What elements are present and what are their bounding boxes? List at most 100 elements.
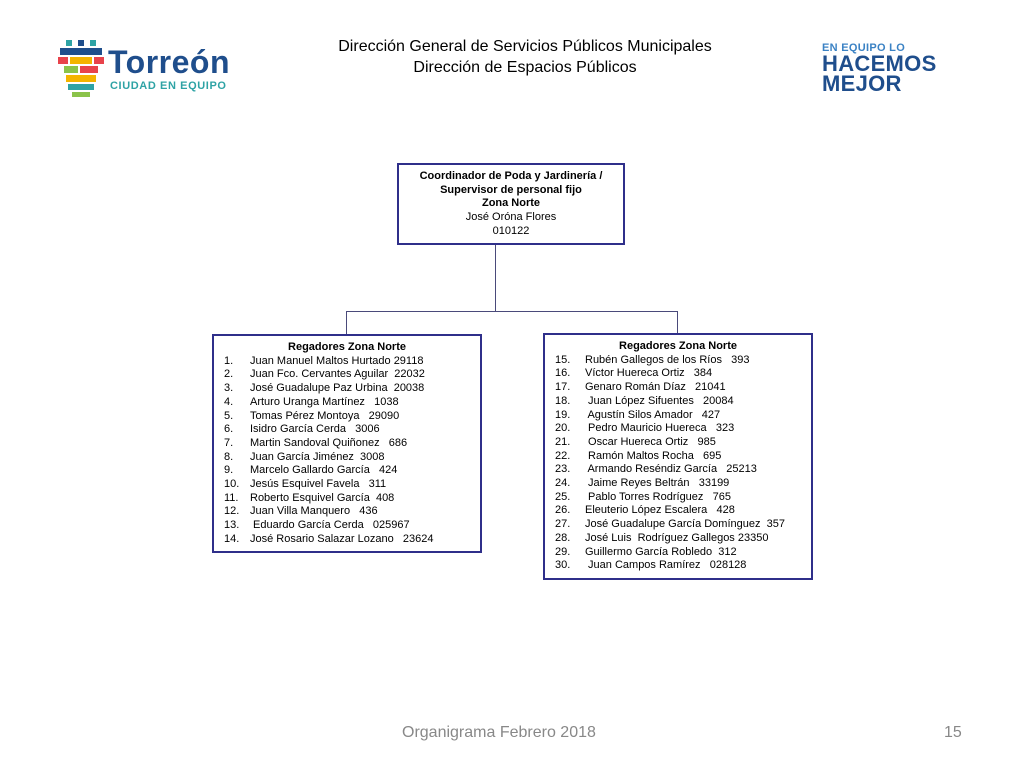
list-item-number: 12.: [224, 505, 240, 518]
list-item-text: Tomas Pérez Montoya 29090: [250, 409, 400, 422]
list-item-text: José Guadalupe García Domínguez 357: [585, 518, 785, 531]
list-item-number: 18.: [555, 394, 571, 407]
list-item-number: 2.: [224, 368, 234, 381]
connector-vertical-top: [495, 245, 496, 311]
regadores-box-right: Regadores Zona Norte 15.Rubén Gallegos d…: [543, 333, 813, 580]
list-item-text: Juan Villa Manquero 436: [250, 505, 378, 518]
header-line-1: Dirección General de Servicios Públicos …: [338, 38, 712, 55]
list-item-text: Guillermo García Robledo 312: [585, 545, 737, 558]
coordinator-id: 010122: [492, 224, 530, 237]
list-item: 27. José Guadalupe García Domínguez 357: [555, 518, 811, 532]
list-item-text: Eduardo García Cerda 025967: [250, 519, 410, 532]
list-item-number: 6.: [224, 423, 234, 436]
list-item-number: 9.: [224, 464, 234, 477]
logo-wordmark: Torreón: [108, 44, 231, 80]
torreon-logo: Torreón CIUDAD EN EQUIPO: [56, 40, 256, 100]
list-item-text: Marcelo Gallardo García 424: [250, 464, 398, 477]
connector-horizontal: [346, 311, 678, 312]
list-item-number: 28.: [555, 531, 571, 544]
list-item-text: Genaro Román Díaz 21041: [585, 381, 726, 394]
list-item: 8. Juan García Jiménez 3008: [224, 451, 480, 465]
list-item-text: Agustín Silos Amador 427: [585, 408, 721, 421]
list-item-number: 20.: [555, 422, 571, 435]
list-item-text: Ramón Maltos Rocha 695: [585, 449, 722, 462]
list-item: 26.Eleuterio López Escalera 428: [555, 504, 811, 518]
coordinator-zone: Zona Norte: [481, 197, 541, 210]
list-item: 21. Oscar Huereca Ortiz 985: [555, 436, 811, 450]
castle-icon: [58, 40, 104, 97]
list-item-text: Juan Manuel Maltos Hurtado 29118: [250, 354, 424, 367]
list-item: 4. Arturo Uranga Martínez 1038: [224, 396, 480, 410]
regadores-list: 1. Juan Manuel Maltos Hurtado 29118 2. Juan…: [224, 355, 480, 547]
list-item-number: 13.: [224, 519, 240, 532]
list-item-number: 8.: [224, 450, 234, 463]
list-item: 29. Guillermo García Robledo 312: [555, 546, 811, 560]
list-item: 20. Pedro Mauricio Huereca 323: [555, 422, 811, 436]
list-item-number: 11.: [224, 491, 239, 504]
list-item-number: 4.: [224, 395, 234, 408]
footer-title: Organigrama Febrero 2018: [402, 724, 596, 741]
list-item-text: Juan Fco. Cervantes Aguilar 22032: [250, 368, 425, 381]
list-item: 13. Eduardo García Cerda 025967: [224, 519, 480, 533]
list-item-text: Pedro Mauricio Huereca 323: [585, 422, 735, 435]
logo-tagline: CIUDAD EN EQUIPO: [110, 80, 227, 92]
list-item-text: Roberto Esquivel García 408: [250, 491, 395, 504]
list-item: 14.José Rosario Salazar Lozano 23624: [224, 533, 480, 547]
coordinator-subrole: Supervisor de personal fijo: [440, 183, 582, 196]
list-item-text: Oscar Huereca Ortiz 985: [585, 435, 716, 448]
connector-vertical-left: [346, 311, 347, 334]
list-item-number: 15.: [555, 353, 571, 366]
list-item-number: 24.: [555, 477, 571, 490]
header-line-2: Dirección de Espacios Públicos: [413, 59, 637, 76]
list-item-text: Pablo Torres Rodríguez 765: [585, 490, 731, 503]
list-item-number: 30.: [555, 559, 571, 572]
list-item: 23. Armando Reséndiz García 25213: [555, 463, 811, 477]
list-item-number: 5.: [224, 409, 234, 422]
list-item-number: 1.: [224, 354, 234, 367]
list-item-number: 19.: [555, 408, 571, 421]
list-item: 16.Víctor Huereca Ortiz 384: [555, 367, 811, 381]
list-item: 3. José Guadalupe Paz Urbina 20038: [224, 382, 480, 396]
page-number: 15: [944, 724, 962, 741]
coordinator-box: Coordinador de Poda y Jardinería / Super…: [397, 163, 625, 245]
list-item: 30. Juan Campos Ramírez 028128: [555, 559, 811, 573]
list-item-number: 22.: [555, 449, 571, 462]
list-item: 15.Rubén Gallegos de los Ríos 393: [555, 354, 811, 368]
list-item-number: 17.: [555, 381, 571, 394]
list-item: 9. Marcelo Gallardo García 424: [224, 464, 480, 478]
list-item: 2. Juan Fco. Cervantes Aguilar 22032: [224, 368, 480, 382]
list-item-text: Armando Reséndiz García 25213: [585, 463, 757, 476]
list-item: 7. Martin Sandoval Quiñonez 686: [224, 437, 480, 451]
list-item: 28.José Luis Rodríguez Gallegos 23350: [555, 532, 811, 546]
list-item-number: 7.: [224, 436, 234, 449]
list-item-text: Juan García Jiménez 3008: [250, 450, 385, 463]
list-item-text: Arturo Uranga Martínez 1038: [250, 395, 399, 408]
list-item-text: José Guadalupe Paz Urbina 20038: [250, 382, 425, 395]
list-item-number: 23.: [555, 463, 571, 476]
list-item-number: 3.: [224, 382, 234, 395]
hacemos-mejor-logo: EN EQUIPO LO HACEMOS MEJOR: [822, 42, 942, 95]
list-item-number: 10.: [224, 478, 240, 491]
logo-right-line-2: HACEMOS: [822, 51, 937, 76]
coordinator-name: José Oróna Flores: [465, 211, 557, 224]
coordinator-role: Coordinador de Poda y Jardinería /: [419, 170, 603, 182]
list-item-text: Jesús Esquivel Favela 311: [250, 478, 387, 491]
list-item: 6. Isidro García Cerda 3006: [224, 423, 480, 437]
list-item: 19. Agustín Silos Amador 427: [555, 409, 811, 423]
list-item: 1. Juan Manuel Maltos Hurtado 29118: [224, 355, 480, 369]
list-item-number: 29.: [555, 545, 571, 558]
page-header: Dirección General de Servicios Públicos …: [300, 36, 750, 78]
list-item: 25. Pablo Torres Rodríguez 765: [555, 491, 811, 505]
list-item-number: 25.: [555, 490, 571, 503]
list-item-text: Isidro García Cerda 3006: [250, 423, 380, 436]
logo-right-line-1: EN EQUIPO LO: [822, 42, 906, 54]
list-item-number: 14.: [224, 532, 240, 545]
list-item-text: Eleuterio López Escalera 428: [585, 504, 735, 517]
list-item-text: Juan López Sifuentes 20084: [585, 394, 734, 407]
list-item-number: 27.: [555, 518, 571, 531]
list-item-text: Víctor Huereca Ortiz 384: [585, 367, 713, 380]
box-title: Regadores Zona Norte: [619, 340, 737, 352]
list-item: 24. Jaime Reyes Beltrán 33199: [555, 477, 811, 491]
list-item-text: Martin Sandoval Quiñonez 686: [250, 436, 408, 449]
